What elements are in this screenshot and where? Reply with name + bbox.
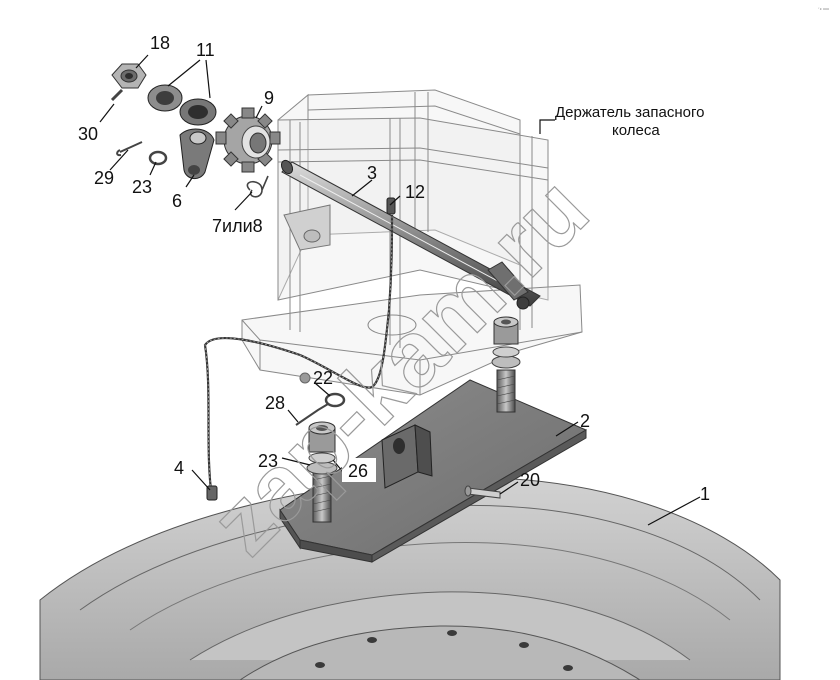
cotter-pin-28 [295,403,329,426]
leader-lines [99,54,701,526]
shaft-end-fitting [487,261,529,301]
mounting-plate [279,379,588,563]
callout-7-or-8: 7или8 [212,216,263,236]
washer-11a [147,84,183,112]
callout-1: 1 [700,484,710,504]
callout-9: 9 [264,88,274,108]
nut-18 [111,63,147,89]
callout-11: 11 [196,40,215,60]
rim-hole [447,630,457,636]
rim-hole [563,665,573,671]
exploded-small-parts [110,63,281,198]
spare-wheel [39,476,781,680]
sprocket-9 [215,107,281,173]
callout-4: 4 [174,458,184,478]
callout-2: 2 [580,411,590,431]
lever-6 [179,128,215,179]
cable-clamp-12 [386,197,396,215]
pin [464,485,501,499]
washer-11b [179,98,217,126]
callout-23-top: 23 [132,177,152,197]
left-bolt-assembly [306,421,338,523]
rim-hole [367,637,377,643]
shaft [280,159,541,310]
callout-labels: 18 11 9 30 29 23 6 7или8 3 12 22 28 23 2… [78,33,710,504]
callout-23-bottom: 23 [258,451,278,471]
washer-22 [324,392,346,408]
spare-wheel-holder-frame [241,89,583,396]
callout-28: 28 [265,393,285,413]
callout-3: 3 [367,163,377,183]
spring-7-or-8 [246,175,269,198]
holder-label-line2: колеса [612,122,660,139]
corner-mark: ´° °°° [818,8,829,14]
plate-bracket [381,424,433,489]
split-pin-30 [110,88,124,102]
callout-29: 29 [94,168,114,188]
callout-20: 20 [520,470,540,490]
callout-12: 12 [405,182,425,202]
callout-30: 30 [78,124,98,144]
callout-26: 26 [348,461,368,481]
callout-6: 6 [172,191,182,211]
rim-hole [315,662,325,668]
holder-label-line1: Держатель запасного [555,104,704,121]
callout-18: 18 [150,33,170,53]
right-bolt-assembly [491,316,521,413]
rim-hole [519,642,529,648]
washer-23-small [148,150,168,166]
callout-22: 22 [313,368,333,388]
cotter-pin-29 [116,141,143,157]
